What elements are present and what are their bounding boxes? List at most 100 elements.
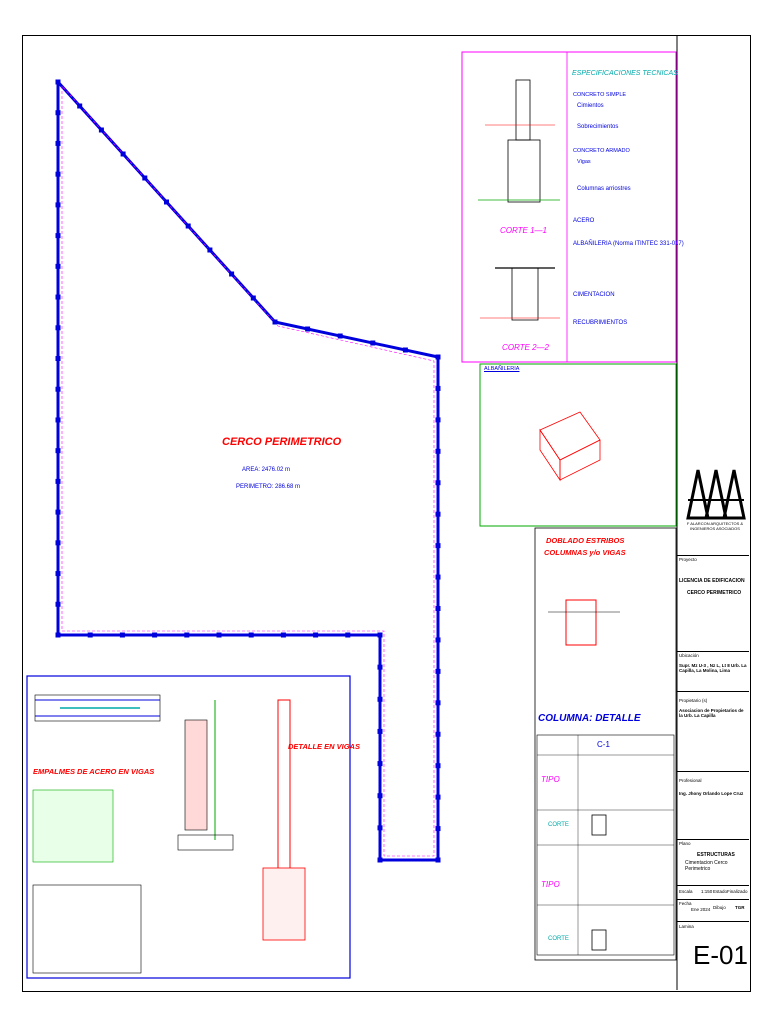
column-marker <box>435 700 441 706</box>
escala-label: Escala <box>679 889 693 894</box>
column-marker <box>435 637 441 643</box>
column-marker <box>55 79 61 85</box>
column-marker <box>87 632 93 638</box>
corte-1-1-label: CORTE 1—1 <box>500 226 547 235</box>
splice-table <box>32 789 114 863</box>
column-marker <box>55 571 61 577</box>
dibujo-label: Dibujo <box>713 905 726 910</box>
column-marker <box>435 511 441 517</box>
lamina-label: Lamina <box>679 924 694 929</box>
proyecto-line2: CERCO PERIMETRICO <box>687 590 742 596</box>
column-marker <box>55 263 61 269</box>
column-marker <box>98 127 104 133</box>
column-marker <box>55 325 61 331</box>
fecha-label: Fecha <box>679 901 692 906</box>
ubicacion-value: Supr. Mz U-3 , Nz L, Lt 8 Urb. La Capill… <box>679 663 747 673</box>
column-marker <box>402 347 408 353</box>
column-corte-label-2: CORTE <box>548 936 569 942</box>
fecha-cell: Fecha Ene 2024 Dibujo TGR <box>677 899 749 918</box>
stirrup-table <box>32 884 142 974</box>
column-marker <box>55 540 61 546</box>
column-c1-label: C-1 <box>597 740 610 749</box>
column-marker <box>55 140 61 146</box>
perimeter-wall <box>56 80 440 862</box>
column-marker <box>377 857 383 863</box>
column-marker <box>435 731 441 737</box>
column-marker <box>370 340 376 346</box>
column-marker <box>435 480 441 486</box>
specs-frame <box>461 51 677 363</box>
escala-value: 1:150 <box>701 889 713 894</box>
column-marker <box>55 110 61 116</box>
column-marker <box>55 478 61 484</box>
title-block: F ALARCON ARQUITECTOS & INGENIEROS ASOCI… <box>677 35 749 990</box>
empalmes-title: EMPALMES DE ACERO EN VIGAS <box>33 767 155 776</box>
profesional-cell: Profesional Ing. Jhony Orlando Lope Cruz <box>677 771 749 827</box>
column-tipo-label: TIPO <box>541 775 560 784</box>
drawing-sheet <box>22 35 751 992</box>
column-marker <box>272 319 278 325</box>
column-marker <box>435 354 441 360</box>
profesional-label: Profesional <box>679 778 702 783</box>
specs-columnas: Columnas arriostres <box>577 186 631 192</box>
beam-splice-drawing <box>34 694 161 722</box>
propietario-cell: Propietario (s) Asociacion de Propietari… <box>677 691 749 772</box>
column-marker <box>280 632 286 638</box>
details-frame <box>26 675 351 979</box>
specs-vigas: Vigas <box>577 159 591 165</box>
column-marker <box>185 223 191 229</box>
column-marker <box>435 668 441 674</box>
column-marker <box>55 632 61 638</box>
doblado-title-2: COLUMNAS y/o VIGAS <box>544 548 626 557</box>
column-marker <box>435 574 441 580</box>
column-section-drawing <box>262 699 306 941</box>
doblado-title-1: DOBLADO ESTRIBOS <box>546 536 625 545</box>
column-marker <box>435 543 441 549</box>
column-marker <box>435 417 441 423</box>
column-marker <box>55 294 61 300</box>
column-tipo-label-2: TIPO <box>541 880 560 889</box>
column-marker <box>377 728 383 734</box>
plano-label: Plano <box>679 841 691 846</box>
column-marker <box>377 825 383 831</box>
estado-label: Estado <box>713 889 728 894</box>
column-marker <box>55 171 61 177</box>
column-marker <box>55 233 61 239</box>
column-marker <box>377 664 383 670</box>
column-marker <box>55 417 61 423</box>
corte-2-2-drawing <box>480 267 560 321</box>
column-marker <box>435 857 441 863</box>
estado-value: Finalizado <box>727 889 748 894</box>
plan-perimeter: PERIMETRO: 286.68 m <box>236 484 301 490</box>
column-marker <box>77 103 83 109</box>
propietario-value: Asociacion de Propietarios de la Urb. La… <box>679 708 744 718</box>
column-marker <box>55 601 61 607</box>
plano-cell: Plano ESTRUCTURAS Cimentacion Cerco Peri… <box>677 839 749 880</box>
column-detail-frame <box>534 527 677 961</box>
specs-concreto-armado: CONCRETO ARMADO <box>573 148 630 154</box>
plan-area: AREA: 2476.02 m <box>242 467 291 473</box>
proyecto-label: Proyecto <box>679 557 697 562</box>
column-marker <box>207 247 213 253</box>
plano-value-1: ESTRUCTURAS <box>697 852 735 858</box>
column-marker <box>435 606 441 611</box>
corte-1-1-drawing <box>478 79 560 203</box>
specs-acero: ACERO <box>573 218 595 224</box>
column-marker <box>184 632 190 638</box>
detalle-vigas-title: DETALLE EN VIGAS <box>288 742 360 751</box>
column-markers <box>55 79 441 863</box>
column-marker <box>377 793 383 799</box>
specs-cimentacion: CIMENTACION <box>573 292 615 298</box>
plano-value-2: Cimentacion Cerco Perimetrico <box>685 860 728 872</box>
column-corte-label: CORTE <box>548 822 569 828</box>
company-logo <box>686 469 746 520</box>
ubicacion-cell: Ubicación Supr. Mz U-3 , Nz L, Lt 8 Urb.… <box>677 651 749 692</box>
plan-title: CERCO PERIMETRICO <box>222 436 342 448</box>
column-marker <box>229 271 235 277</box>
column-marker <box>250 295 256 301</box>
stirrup-drawing <box>548 599 620 646</box>
proyecto-cell: Proyecto LICENCIA DE EDIFICACION CERCO P… <box>677 555 749 614</box>
specs-sobrecimientos: Sobrecimientos <box>577 124 619 130</box>
columna-detalle-title: COLUMNA: DETALLE <box>538 713 641 724</box>
column-marker <box>248 632 254 638</box>
